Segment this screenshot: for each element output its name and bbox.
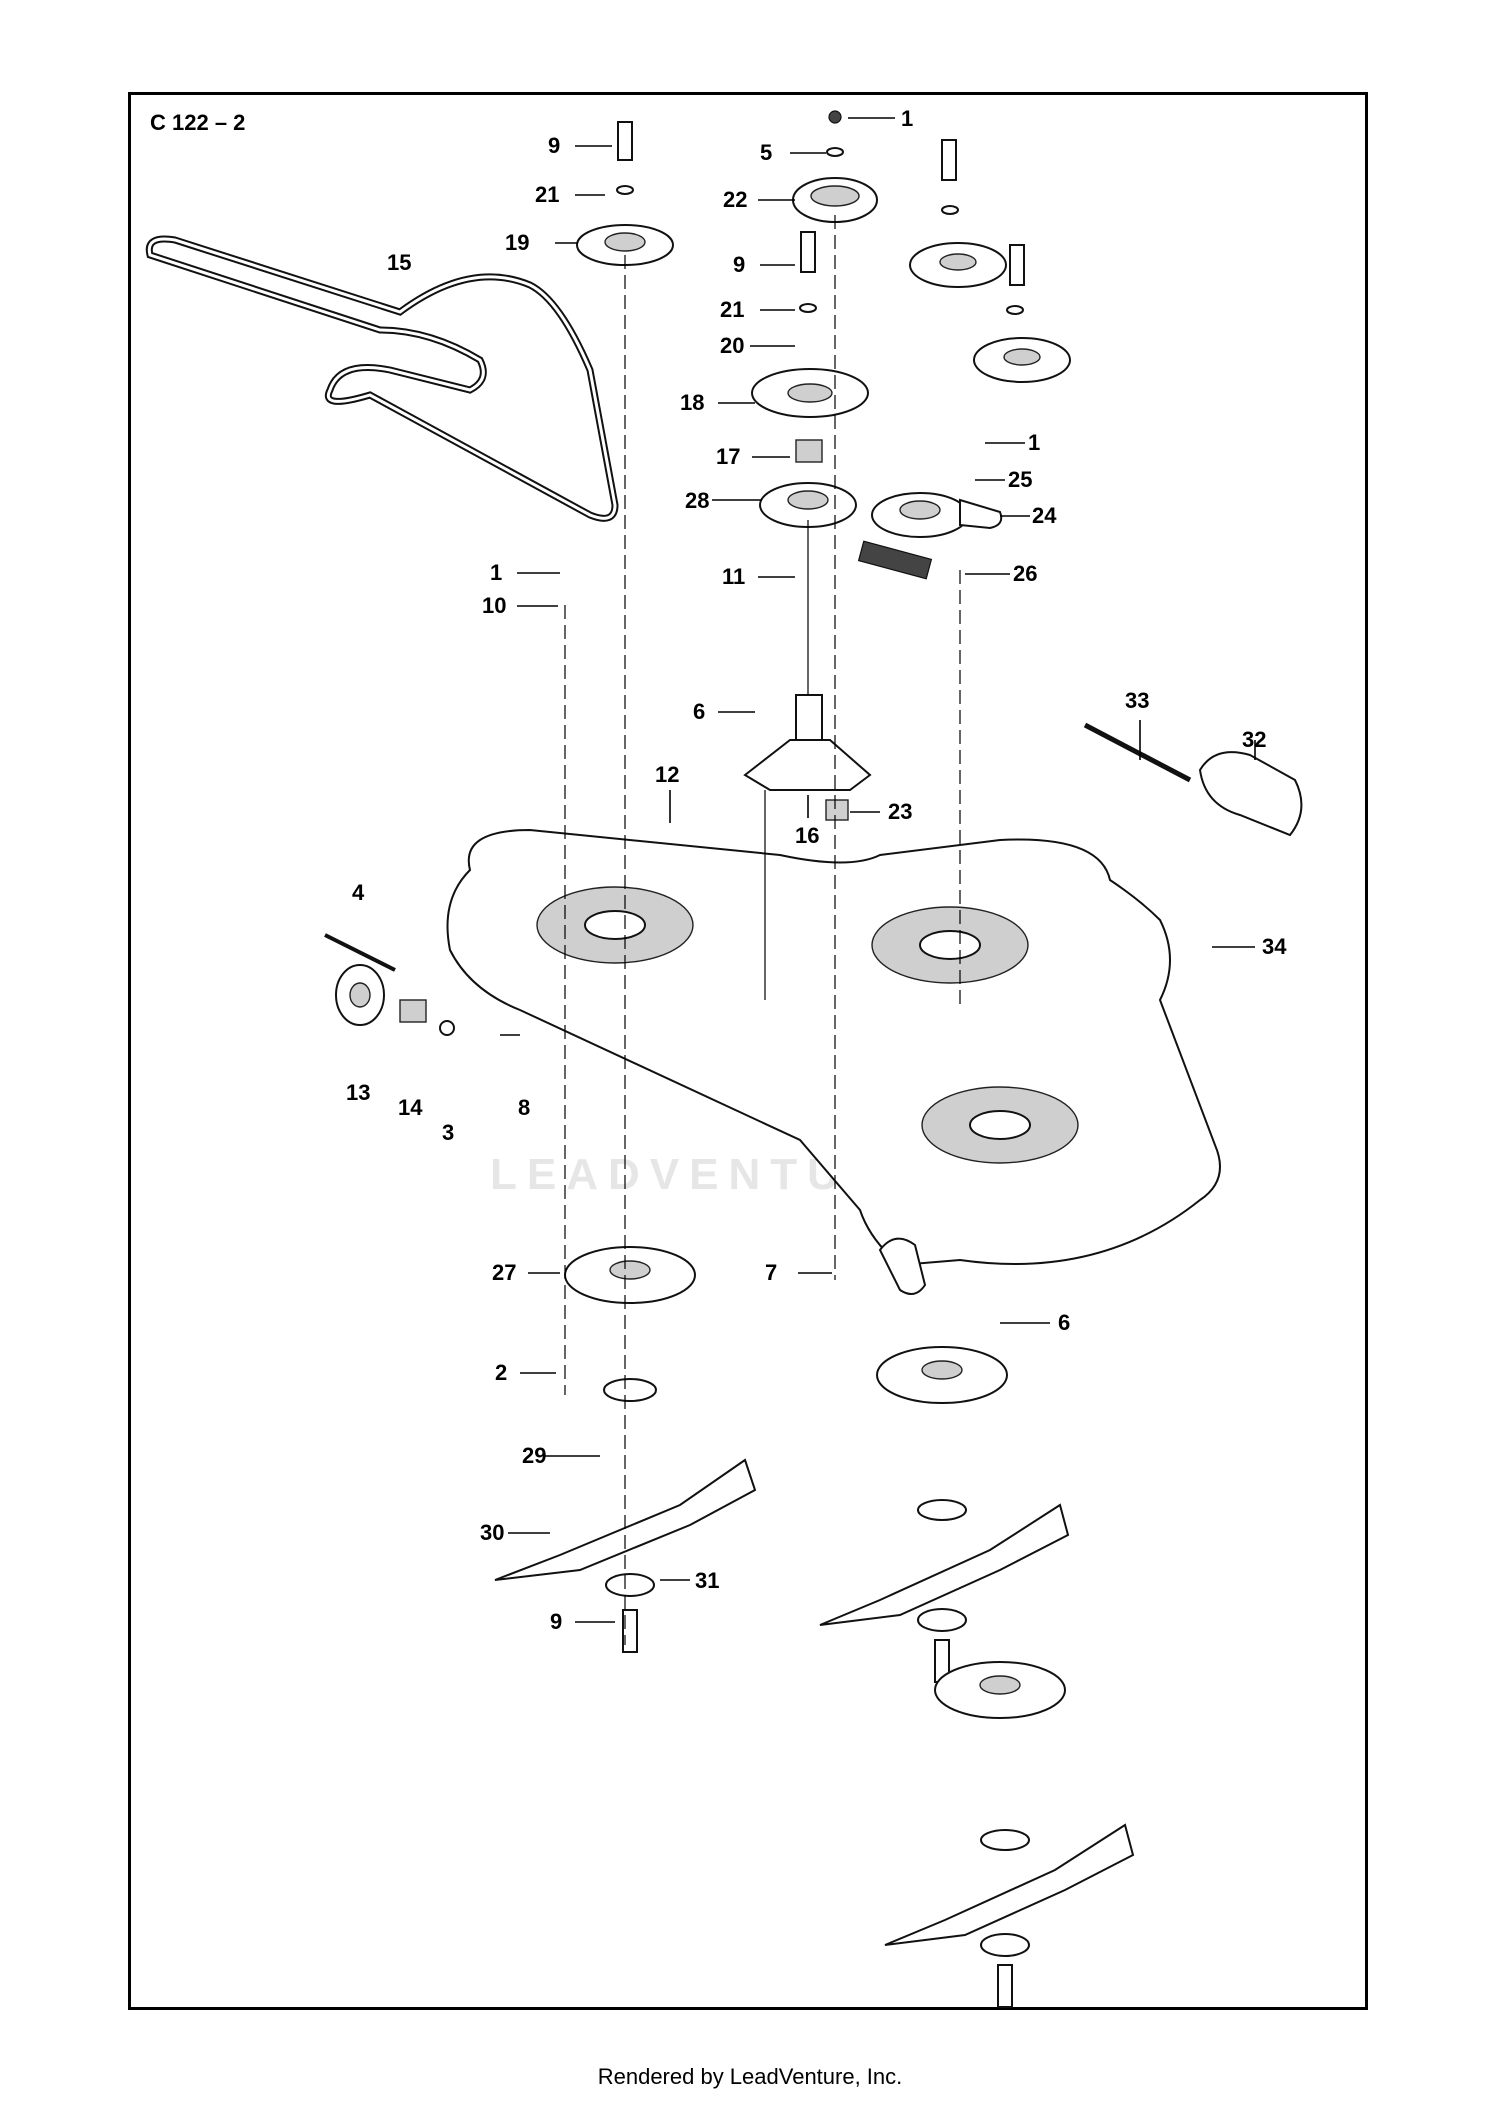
label-part-10: 10 xyxy=(482,593,506,618)
spindle-16 xyxy=(743,694,872,791)
label-part-1: 1 xyxy=(901,106,913,131)
label-part-3: 3 xyxy=(442,1120,454,1145)
label-part-4: 4 xyxy=(352,880,365,905)
label-part-21b: 21 xyxy=(720,297,744,322)
label-part-24: 24 xyxy=(1032,503,1057,528)
label-part-11: 11 xyxy=(722,564,745,589)
label-part-15: 15 xyxy=(387,250,411,275)
idler-arm-24 xyxy=(857,492,1003,580)
label-part-30: 30 xyxy=(480,1520,504,1545)
label-part-6b: 6 xyxy=(1058,1310,1070,1335)
pulley-18 xyxy=(751,231,869,418)
label-part-1c: 1 xyxy=(490,560,502,585)
label-part-34: 34 xyxy=(1262,934,1287,959)
label-part-9: 9 xyxy=(548,133,560,158)
gauge-wheel-13 xyxy=(324,933,455,1036)
label-part-32: 32 xyxy=(1242,727,1266,752)
label-part-9b: 9 xyxy=(733,252,745,277)
label-part-8: 8 xyxy=(518,1095,530,1120)
part-number-labels: 1 5 9 21 22 19 15 9 21 20 18 17 1 25 28 … xyxy=(346,106,1287,1634)
footer-credit: Rendered by LeadVenture, Inc. xyxy=(597,2064,903,2089)
pulley-19 xyxy=(576,121,674,266)
label-part-25: 25 xyxy=(1008,467,1032,492)
drive-belt xyxy=(145,235,619,522)
label-part-22: 22 xyxy=(723,187,747,212)
pulley-28 xyxy=(759,482,857,528)
label-part-7: 7 xyxy=(765,1260,777,1285)
blade-30 xyxy=(494,1458,757,1653)
mower-deck-12 xyxy=(446,828,1221,1295)
roller-32 xyxy=(1083,722,1303,837)
label-part-31: 31 xyxy=(695,1568,719,1593)
label-part-1b: 1 xyxy=(1028,430,1040,455)
label-part-6: 6 xyxy=(693,699,705,724)
label-part-13: 13 xyxy=(346,1080,370,1105)
label-part-21: 21 xyxy=(535,182,559,207)
label-part-19: 19 xyxy=(505,230,529,255)
label-part-9c: 9 xyxy=(550,1609,562,1634)
bushing-23 xyxy=(825,799,849,821)
label-part-2: 2 xyxy=(495,1360,507,1385)
label-part-12: 12 xyxy=(655,762,679,787)
pulley-22 xyxy=(792,110,878,223)
spacer-17 xyxy=(795,439,823,463)
leader-lines xyxy=(500,117,1256,1623)
spindle-27 xyxy=(564,1246,696,1402)
label-part-17: 17 xyxy=(716,444,740,469)
label-part-14: 14 xyxy=(398,1095,423,1120)
label-part-33: 33 xyxy=(1125,688,1149,713)
diagram-frame xyxy=(128,92,1368,2010)
label-part-23: 23 xyxy=(888,799,912,824)
spindle-right-2 xyxy=(884,1661,1135,2008)
diagram-code: C 122 – 2 xyxy=(150,110,246,135)
label-part-28: 28 xyxy=(685,488,709,513)
label-part-5: 5 xyxy=(760,140,772,165)
label-part-18: 18 xyxy=(680,390,704,415)
label-part-20: 20 xyxy=(720,333,744,358)
label-part-26: 26 xyxy=(1013,561,1037,586)
label-part-29: 29 xyxy=(522,1443,546,1468)
label-part-27: 27 xyxy=(492,1260,516,1285)
idler-pulleys-right xyxy=(909,139,1071,383)
label-part-16: 16 xyxy=(795,823,819,848)
alignment-lines xyxy=(564,215,961,1645)
spindle-right-1 xyxy=(819,1346,1070,1683)
